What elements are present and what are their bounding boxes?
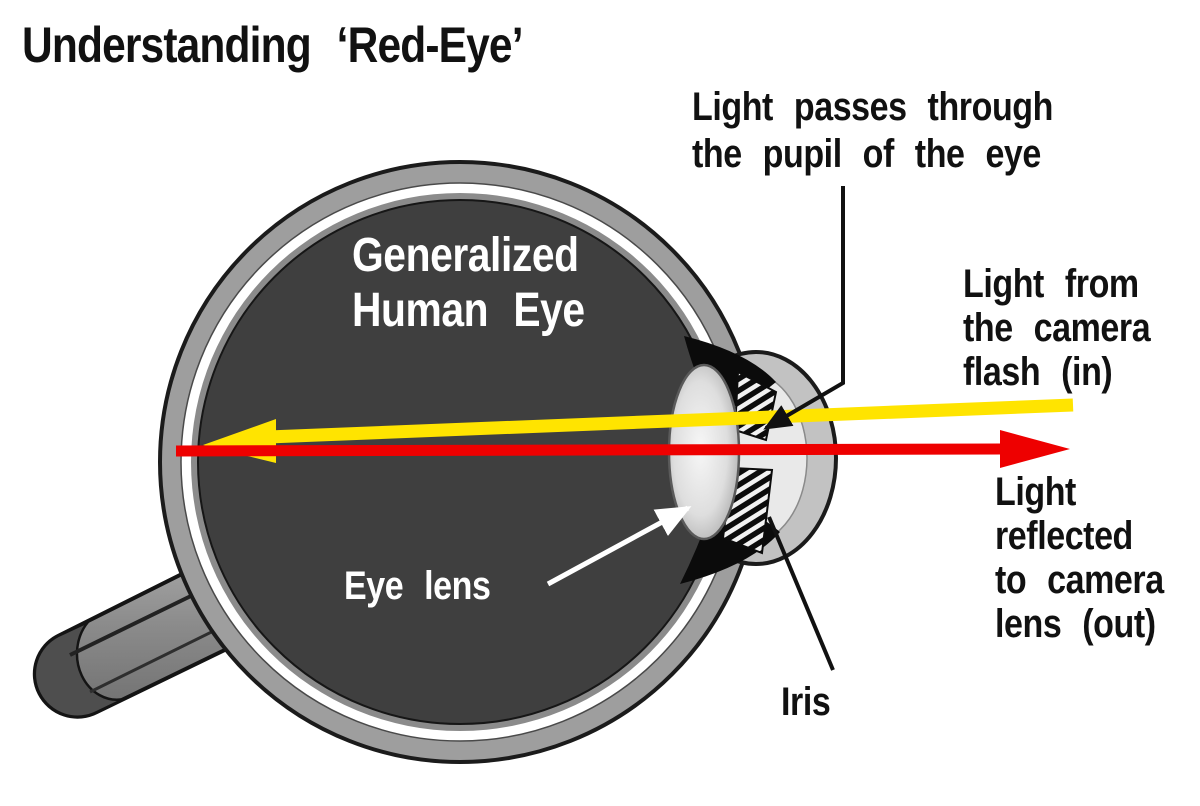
label-iris: Iris [781, 680, 831, 724]
label-light-from-flash: Light from the camera flash (in) [963, 262, 1151, 394]
label-eye-lens: Eye lens [344, 564, 491, 608]
reflected-light-ray [175, 430, 1070, 468]
iris-pointer-line [767, 516, 835, 671]
reflected-ray-line [175, 443, 1005, 457]
flash-ray-line [267, 398, 1074, 444]
label-generalized-human-eye: Generalized Human Eye [352, 229, 585, 337]
label-light-passes-pupil: Light passes through the pupil of the ey… [692, 85, 1053, 176]
label-light-reflected: Light reflected to camera lens (out) [995, 470, 1164, 646]
diagram-title: Understanding ‘Red-Eye’ [22, 17, 524, 73]
reflected-ray-arrowhead [1000, 430, 1070, 468]
pupil-pointer-line [763, 186, 845, 430]
eye-lens-pointer-arrow [546, 505, 692, 587]
